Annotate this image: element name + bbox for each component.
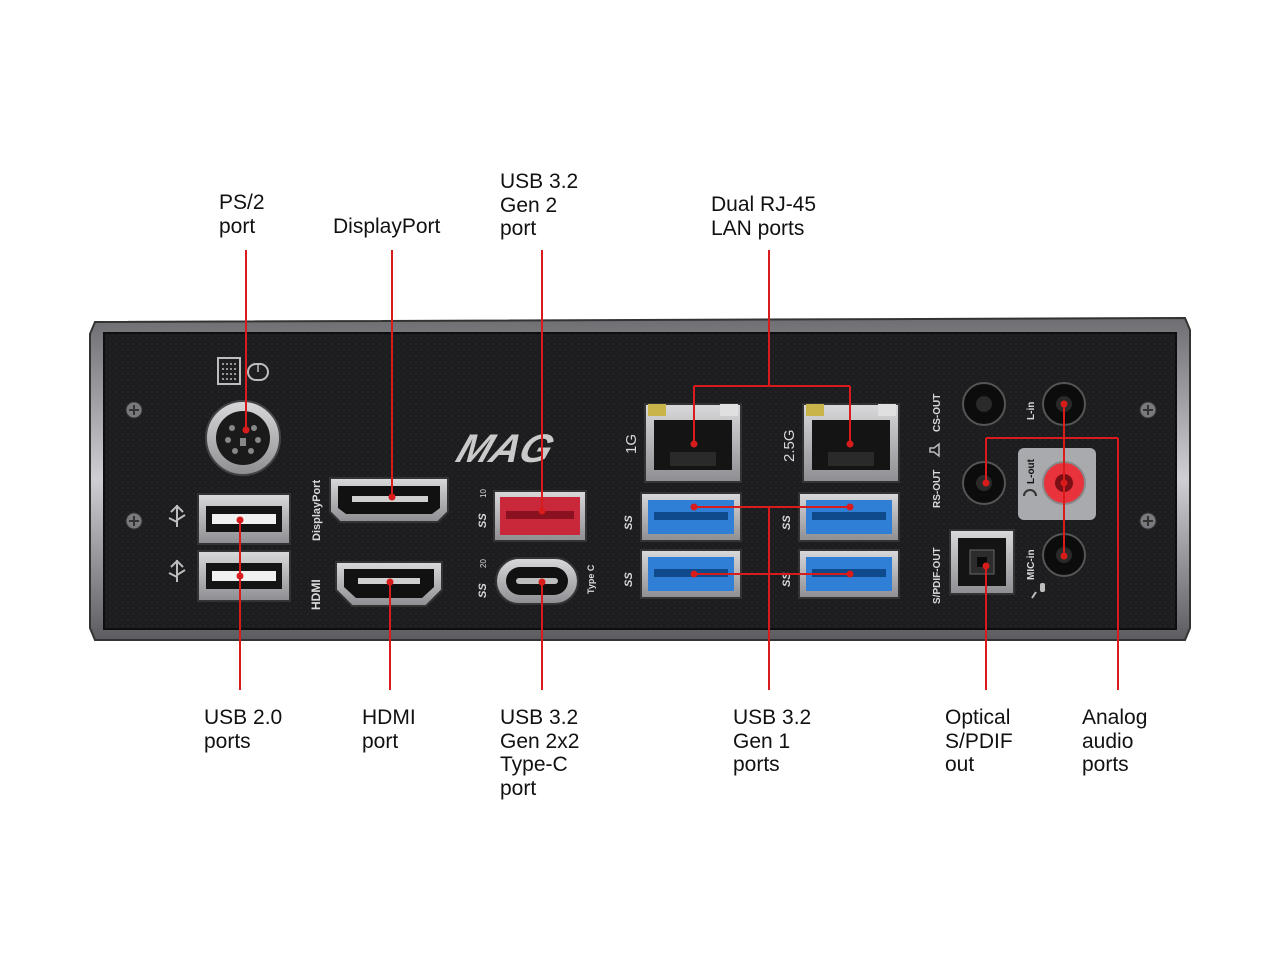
microphone-icon (1031, 583, 1045, 599)
lan-25g-marking: 2.5G (781, 429, 798, 462)
callout-usb32-gen2: USB 3.2 Gen 2 port (500, 170, 579, 240)
keyboard-icon (217, 357, 241, 385)
displayport-connector (329, 477, 449, 523)
callout-displayport: DisplayPort (333, 215, 441, 238)
hdmi-marking: HDMI (309, 579, 323, 610)
callout-usb20: USB 2.0 ports (204, 706, 283, 753)
callout-usb32-gen1: USB 3.2 Gen 1 ports (733, 706, 812, 776)
speed-10: 10 (479, 489, 488, 498)
headphone-icon (1023, 489, 1037, 497)
l-out-marking: L-out (1026, 458, 1037, 484)
ps2-port (205, 400, 281, 476)
leader-endpoints (236, 400, 1068, 586)
type-c-marking: Type C (586, 564, 596, 594)
callout-dual-rj45: Dual RJ-45 LAN ports (711, 193, 817, 240)
displayport-marking: DisplayPort (311, 480, 323, 541)
ss-logo: SS (477, 513, 489, 528)
spdif-out-marking: S/PDIF-OUT (932, 547, 943, 604)
speed-20: 20 (479, 559, 488, 568)
leader-lines (239, 250, 1119, 690)
rs-out-marking: RS-OUT (932, 470, 943, 508)
svg-text:SS: SS (623, 515, 635, 530)
usb20-ports (197, 493, 291, 602)
callout-usb32-gen2x2: USB 3.2 Gen 2x2 Type-C port (500, 706, 580, 800)
svg-text:SS: SS (623, 572, 635, 587)
callout-ps2: PS/2 port (219, 191, 265, 238)
callout-hdmi: HDMI port (362, 706, 416, 753)
optical-spdif-port (949, 529, 1015, 595)
l-in-marking: L-in (1026, 402, 1037, 420)
mic-in-marking: MIC-in (1026, 549, 1037, 580)
lan-1g-marking: 1G (623, 434, 640, 454)
callout-analog-audio: Analog audio ports (1082, 706, 1148, 776)
speaker-icon (929, 442, 940, 458)
brand-logo: MAG (451, 426, 561, 471)
usb-ss-icon: SS SS SS SS (623, 515, 793, 587)
svg-text:SS: SS (781, 515, 793, 530)
mouse-icon (247, 363, 269, 381)
screw-icons (125, 401, 1157, 530)
ss-logo: SS (477, 583, 489, 598)
svg-text:SS: SS (781, 572, 793, 587)
usb32-gen2-port: SS 10 (477, 489, 587, 542)
cs-out-marking: CS-OUT (932, 394, 943, 432)
usb-icon (168, 504, 186, 582)
usb-type-c-port: SS 20 Type C (477, 557, 596, 605)
callout-optical-spdif: Optical S/PDIF out (945, 706, 1013, 776)
